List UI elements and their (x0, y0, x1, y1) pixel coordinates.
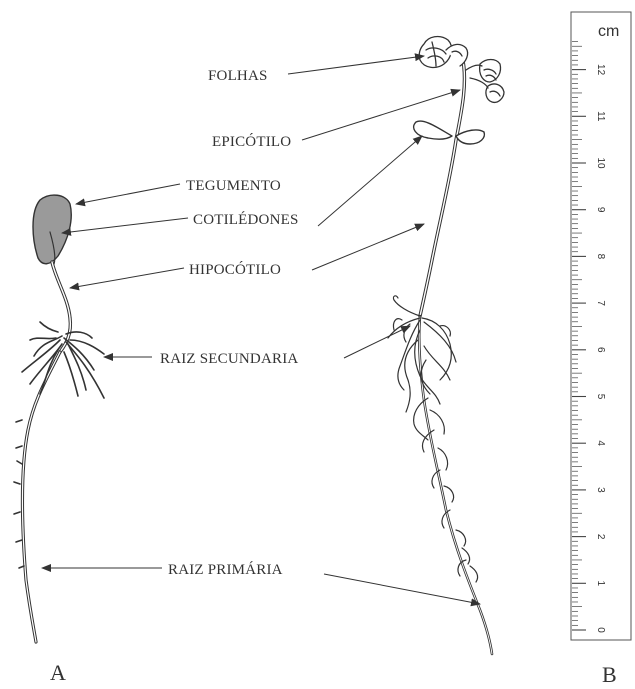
label-raiz-primaria: RAIZ PRIMÁRIA (168, 561, 283, 578)
seedling-a (14, 195, 104, 642)
arrow-cotiledones-b (318, 136, 422, 226)
ruler-number: 11 (595, 111, 606, 122)
ruler-number: 5 (595, 394, 606, 400)
ruler-number: 0 (595, 627, 606, 633)
ruler-number: 8 (595, 254, 606, 260)
ruler-number: 7 (595, 300, 606, 306)
panel-label-b: B (602, 662, 617, 687)
ruler-body (571, 12, 631, 640)
seed-coat-shape (33, 195, 71, 264)
ruler-number: 9 (595, 207, 606, 213)
panel-label-a: A (50, 660, 66, 685)
seedling-b (388, 37, 504, 654)
ruler-number: 12 (595, 64, 606, 76)
primary-root-b (419, 316, 492, 654)
arrow-raiz-primaria-b (324, 574, 480, 604)
label-hipocotilo: HIPOCÓTILO (189, 261, 281, 278)
secondary-roots-a (14, 322, 104, 568)
label-cotiledones: COTILÉDONES (193, 211, 299, 228)
label-folhas: FOLHAS (208, 68, 268, 84)
label-epicotilo: EPICÓTILO (212, 133, 291, 150)
label-tegumento: TEGUMENTO (186, 178, 281, 194)
arrow-hipocotilo-a (70, 268, 184, 288)
ruler-number: 1 (595, 581, 606, 587)
secondary-roots-b (388, 296, 478, 582)
arrow-raiz-secundaria-b (344, 326, 410, 358)
arrow-cotiledones-a (62, 218, 188, 233)
leaves-top (419, 37, 467, 68)
ruler-number: 10 (595, 157, 606, 169)
ruler-unit-label: cm (598, 23, 619, 40)
ruler-number: 4 (595, 440, 606, 446)
ruler-number: 6 (595, 347, 606, 353)
leaves-right (466, 60, 504, 103)
labels: FOLHAS EPICÓTILO TEGUMENTO COTILÉDONES H… (160, 68, 299, 578)
stem-b (420, 56, 464, 316)
label-raiz-secundaria: RAIZ SECUNDARIA (160, 351, 298, 367)
arrow-folhas (288, 56, 424, 74)
arrow-hipocotilo-b (312, 224, 424, 270)
ruler-number: 3 (595, 487, 606, 493)
arrow-tegumento (76, 184, 180, 204)
cotyledons-b (414, 121, 485, 144)
ruler-number: 2 (595, 534, 606, 540)
